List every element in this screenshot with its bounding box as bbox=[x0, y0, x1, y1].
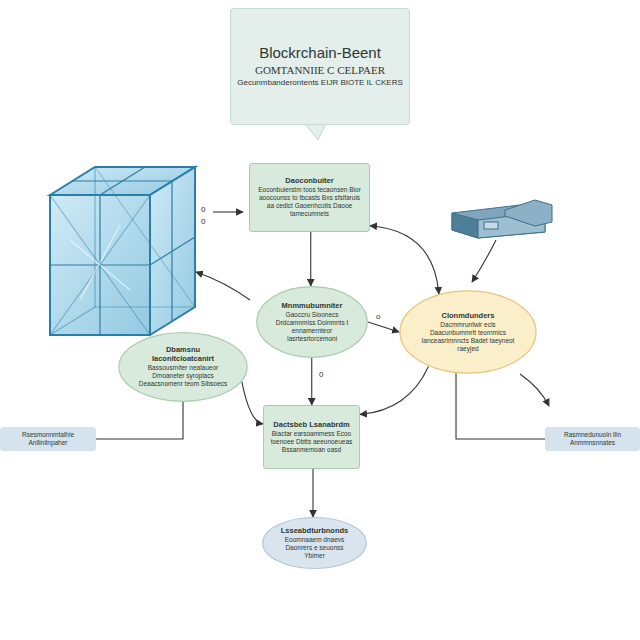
callout-tail bbox=[305, 124, 326, 140]
node-body: Biactar earsoammess Ecoo toenoee Dbtts a… bbox=[269, 430, 354, 454]
node-content: Blockrchain-BeentGOMTANNIIE C CELPAERGec… bbox=[236, 44, 404, 88]
callout-number: o bbox=[375, 312, 381, 321]
process-ellipse: MnmmubumniterGaoccru Sioonecs Drdcamnmis… bbox=[256, 286, 368, 358]
node-heading: Mnmmubumniter bbox=[272, 301, 352, 310]
node-body: GOMTANNIIE C CELPAER bbox=[236, 63, 404, 77]
output-ellipse: LsseabdturbnondsEoomnaaem dnaevs Daonrer… bbox=[262, 517, 367, 569]
callout-number: 0 bbox=[200, 205, 206, 214]
ellipse-shape bbox=[119, 333, 247, 402]
connector bbox=[311, 358, 312, 405]
connector bbox=[242, 382, 263, 424]
node-content: ClonmdundersDacmmruntwir ecls Daacunbumm… bbox=[418, 311, 518, 353]
node-content: DaoconbuiterEoconbuierstm toos tecaonsen… bbox=[255, 176, 364, 218]
connector bbox=[368, 322, 399, 332]
title-callout: Blockrchain-BeentGOMTANNIIE C CELPAERGec… bbox=[230, 8, 410, 125]
callout-number: 0 bbox=[318, 370, 324, 379]
leader-arrows bbox=[196, 212, 549, 406]
connector bbox=[96, 402, 183, 439]
node-heading: Rasmnedunuoln llin Anmmnsnnates bbox=[551, 431, 634, 447]
node-heading: Blockrchain-Beent bbox=[236, 44, 404, 62]
ellipse-shape bbox=[400, 291, 536, 373]
node-heading: Clonmdunders bbox=[418, 311, 518, 320]
side-tag: Rsesmonnmtalhie Anllinilnpaher bbox=[0, 427, 96, 451]
node-body: Gaoccru Sioonecs Drdcamnmiss Doinmnts t … bbox=[272, 311, 352, 343]
node-heading: Lsseabdturbnonds bbox=[277, 526, 352, 535]
node-heading: Daoconbuiter bbox=[255, 176, 364, 185]
node-heading: Rsesmonnmtalhie Anllinilnpaher bbox=[6, 431, 90, 447]
node-content: MnmmubumniterGaoccru Sioonecs Drdcamnmis… bbox=[272, 301, 352, 343]
hub-ellipse: ClonmdundersDacmmruntwir ecls Daacunbumm… bbox=[399, 290, 537, 374]
node-heading: Dbamsnu Iaconltcloatcanirt bbox=[136, 345, 230, 363]
connector bbox=[456, 373, 545, 439]
connector bbox=[360, 366, 428, 414]
connector bbox=[370, 226, 439, 294]
node-content: Rasmnedunuoln llin Anmmnsnnates bbox=[551, 431, 634, 447]
connector bbox=[312, 469, 313, 517]
callout-number: 0 bbox=[200, 217, 206, 226]
node-content: Dbamsnu IaconltcloatcanirtBassousrniter … bbox=[136, 345, 230, 388]
node-body: Bassousrniter nealaueor Dmoaneter syropl… bbox=[136, 364, 230, 388]
node-content: LsseabdturbnondsEoomnaaem dnaevs Daonrer… bbox=[277, 526, 352, 560]
node-body: Dacmmruntwir ecls Daacunbummrtt teornmic… bbox=[418, 321, 518, 353]
node-body: Eoomnaaem dnaevs Daonrers e seuonss Ybim… bbox=[277, 536, 352, 560]
side-tag: Rasmnedunuoln llin Anmmnsnnates bbox=[545, 427, 640, 451]
ellipse-shape bbox=[257, 287, 367, 358]
node-body: Gecunmbanderontents EIJR BIOTE IL CKERS bbox=[236, 78, 404, 88]
ellipse-shape bbox=[263, 518, 367, 569]
process-box: Dactsbeb LsanabrdmBiactar earsoammess Ec… bbox=[263, 405, 360, 469]
device-icon bbox=[452, 200, 552, 238]
cube-illustration bbox=[50, 167, 195, 335]
cube-grid bbox=[50, 167, 195, 335]
node-content: Rsesmonnmtalhie Anllinilnpaher bbox=[6, 431, 90, 447]
connector bbox=[310, 232, 311, 286]
node-heading: Dactsbeb Lsanabrdm bbox=[269, 420, 354, 429]
node-body: Eoconbuierstm toos tecaonsen Bior aoocou… bbox=[255, 186, 364, 218]
node-content: Dactsbeb LsanabrdmBiactar earsoammess Ec… bbox=[269, 420, 354, 454]
process-box: DaoconbuiterEoconbuierstm toos tecaonsen… bbox=[249, 163, 370, 232]
process-ellipse: Dbamsnu IaconltcloatcanirtBassousrniter … bbox=[118, 332, 248, 402]
